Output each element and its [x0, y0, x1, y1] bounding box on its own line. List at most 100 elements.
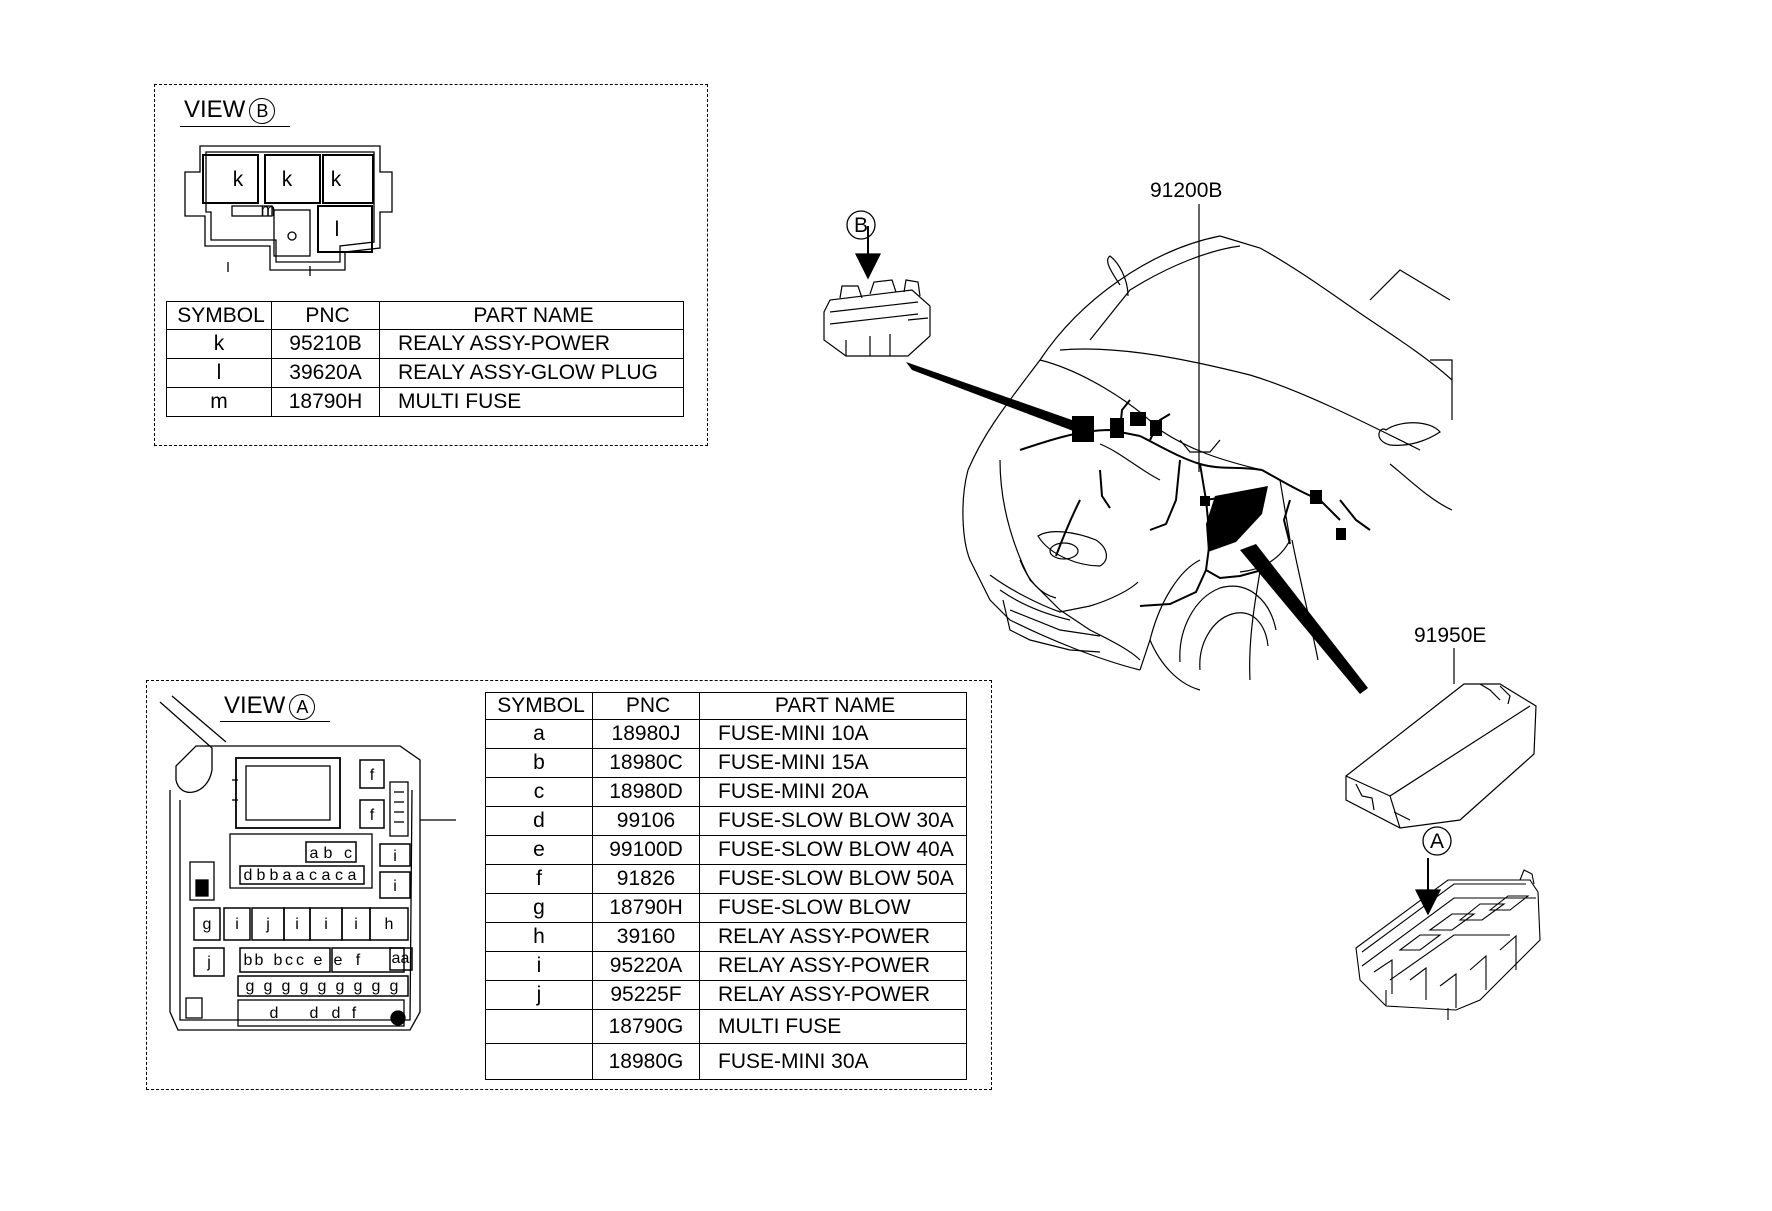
- slot-mini-a3: a: [322, 867, 331, 884]
- view-b-marker: B: [249, 97, 276, 124]
- row-symbol: [485, 1043, 593, 1080]
- slot-mid-c1: c: [285, 952, 293, 969]
- view-a-panel: [146, 680, 992, 1090]
- slot-bottom-d2: d: [310, 1005, 319, 1022]
- row-pnc: 18980J: [592, 719, 700, 749]
- row-pnc: 18790G: [592, 1009, 700, 1044]
- row-part-name: FUSE-SLOW BLOW 40A: [699, 835, 967, 865]
- view-a-table-header-row: SYMBOL PNC PART NAME: [485, 692, 967, 720]
- slot-g-4: g: [300, 978, 309, 995]
- slot-mini-c1: c: [309, 867, 317, 884]
- row-symbol: e: [485, 835, 593, 865]
- row-pnc: 18980D: [592, 777, 700, 807]
- row-pnc: 95225F: [592, 980, 700, 1010]
- slot-i-side-1: i: [393, 848, 397, 865]
- row-pnc: 99106: [592, 806, 700, 836]
- callout-b-letter: B: [854, 214, 868, 237]
- row-pnc: 95220A: [592, 951, 700, 981]
- view-b-title-underline: [180, 126, 290, 127]
- header-part-name: PART NAME: [699, 692, 967, 720]
- header-pnc: PNC: [592, 692, 700, 720]
- slot-f-top-2: f: [370, 807, 375, 824]
- slot-relay-g: g: [203, 916, 212, 933]
- slot-relay-i2: i: [295, 916, 299, 933]
- header-pnc: PNC: [271, 301, 380, 330]
- slot-mid-a2: a: [401, 950, 410, 967]
- slot-mid-j: j: [206, 954, 211, 971]
- slot-mid-b2: b: [255, 952, 264, 969]
- row-pnc: 39160: [592, 922, 700, 952]
- row-symbol: [485, 1009, 593, 1044]
- slot-g-6: g: [336, 978, 345, 995]
- header-symbol: SYMBOL: [166, 301, 272, 330]
- slot-m: m: [261, 200, 276, 220]
- slot-l: l: [335, 218, 340, 241]
- table-row: k 95210B REALY ASSY-POWER: [166, 329, 684, 359]
- row-pnc: 18980G: [592, 1043, 700, 1080]
- slot-bottom-d1: d: [270, 1005, 279, 1022]
- slot-g-7: g: [354, 978, 363, 995]
- slot-mid-b1: b: [244, 952, 253, 969]
- view-b-parts-table: SYMBOL PNC PART NAME k 95210B REALY ASSY…: [166, 301, 684, 417]
- row-symbol: h: [485, 922, 593, 952]
- row-symbol: m: [166, 387, 272, 417]
- slot-mini-a4: a: [348, 867, 357, 884]
- slot-relay-h: h: [385, 916, 394, 933]
- row-part-name: RELAY ASSY-POWER: [699, 922, 967, 952]
- view-a-title-underline: [220, 721, 330, 722]
- slot-mini-c2: c: [335, 867, 343, 884]
- row-symbol: k: [166, 329, 272, 359]
- callout-b-marker-icon: [846, 210, 876, 240]
- view-a-marker: A: [289, 693, 316, 720]
- row-part-name: FUSE-MINI 30A: [699, 1043, 967, 1080]
- slot-g-5: g: [318, 978, 327, 995]
- slot-b-upper: b: [324, 845, 333, 862]
- car-front-illustration: [962, 235, 1453, 691]
- slot-g-8: g: [372, 978, 381, 995]
- row-symbol: j: [485, 980, 593, 1010]
- row-pnc: 95210B: [271, 329, 380, 359]
- row-part-name: RELAY ASSY-POWER: [699, 980, 967, 1010]
- callout-labels: 91200B 91950E B A: [854, 179, 1486, 853]
- row-part-name: FUSE-SLOW BLOW 50A: [699, 864, 967, 894]
- row-part-name: FUSE-MINI 20A: [699, 777, 967, 807]
- row-part-name: FUSE-MINI 15A: [699, 748, 967, 778]
- slot-bottom-f: f: [352, 1005, 357, 1022]
- slot-mini-d: d: [244, 867, 253, 884]
- row-symbol: g: [485, 893, 593, 923]
- row-part-name: RELAY ASSY-POWER: [699, 951, 967, 981]
- slot-mini-b1: b: [257, 867, 266, 884]
- row-part-name: MULTI FUSE: [699, 1009, 967, 1044]
- view-a-fuse-box-drawing: [159, 695, 456, 1031]
- slot-mini-a2: a: [296, 867, 305, 884]
- row-part-name: REALY ASSY-POWER: [379, 329, 684, 359]
- slot-relay-j: j: [265, 916, 270, 933]
- slot-g-2: g: [264, 978, 273, 995]
- view-b-slot-labels: k k k l m: [233, 168, 342, 241]
- row-part-name: FUSE-MINI 10A: [699, 719, 967, 749]
- slot-mid-a1: a: [392, 950, 401, 967]
- row-symbol: a: [485, 719, 593, 749]
- slot-k-3: k: [331, 168, 342, 191]
- row-symbol: i: [485, 951, 593, 981]
- arrow-down-b-icon: [854, 226, 882, 280]
- slot-g-1: g: [246, 978, 255, 995]
- callout-91950e: 91950E: [1414, 624, 1486, 647]
- harness-components: [1072, 412, 1346, 552]
- slot-relay-i1: i: [235, 916, 239, 933]
- slot-mid-b3: b: [274, 952, 283, 969]
- slot-a-upper: a: [310, 845, 319, 862]
- row-pnc: 99100D: [592, 835, 700, 865]
